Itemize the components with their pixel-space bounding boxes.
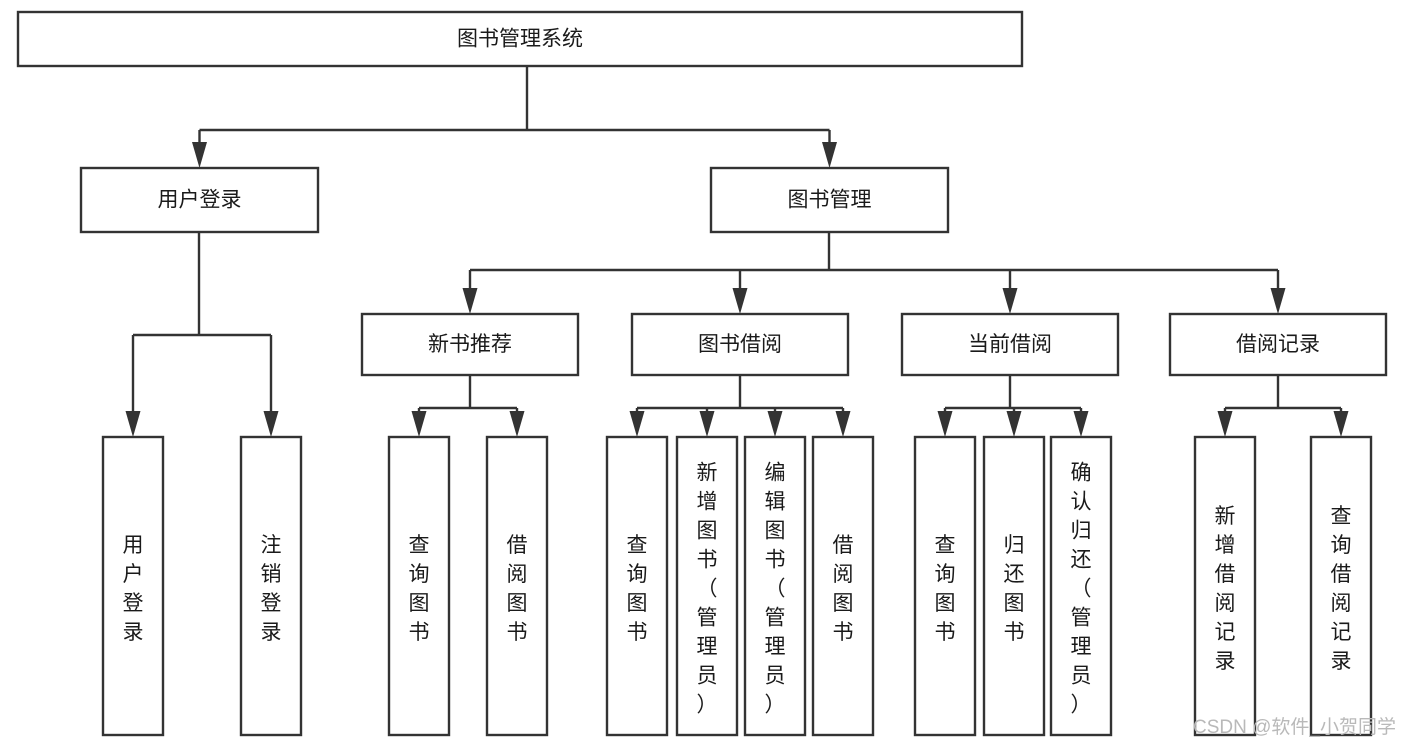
node-归还图书[interactable]: 归还图书 [982, 435, 1046, 737]
node-box[interactable] [387, 435, 451, 737]
node-label: 图书管理系统 [457, 28, 583, 51]
node-新书推荐[interactable]: 新书推荐 [360, 312, 580, 377]
node-编辑图书管理员[interactable]: 编辑图书（管理员） [743, 435, 807, 737]
node-label: 借阅记录 [1236, 333, 1320, 356]
arrow-head-icon [1217, 411, 1233, 437]
node-label: 查询借阅记录 [1331, 505, 1352, 673]
node-注销登录[interactable]: 注销登录 [239, 435, 303, 737]
node-图书借阅[interactable]: 图书借阅 [630, 312, 850, 377]
node-label: 新增借阅记录 [1215, 505, 1236, 673]
node-box[interactable] [1049, 435, 1113, 737]
connector-borrow-record [1217, 375, 1349, 437]
node-label: 当前借阅 [968, 333, 1052, 356]
node-label: 归还图书 [1004, 534, 1025, 644]
connector-layer [125, 66, 1349, 437]
arrow-head-icon [937, 411, 953, 437]
arrow-head-icon [835, 411, 851, 437]
node-box[interactable] [485, 435, 549, 737]
connector-user-login [125, 232, 279, 437]
node-查询图书[interactable]: 查询图书 [387, 435, 451, 737]
node-box[interactable] [16, 10, 1024, 68]
connector-current-borrow [937, 375, 1089, 437]
node-box[interactable] [811, 435, 875, 737]
arrow-head-icon [1002, 288, 1018, 314]
node-确认归还管理员[interactable]: 确认归还（管理员） [1049, 435, 1113, 737]
node-box[interactable] [1193, 435, 1257, 737]
node-label: 查询图书 [409, 534, 430, 644]
arrow-head-icon [629, 411, 645, 437]
node-借阅图书[interactable]: 借阅图书 [485, 435, 549, 737]
connector-root [192, 66, 837, 168]
node-图书管理系统[interactable]: 图书管理系统 [16, 10, 1024, 68]
node-label: 查询图书 [627, 534, 648, 644]
arrow-head-icon [732, 288, 748, 314]
arrow-head-icon [1073, 411, 1089, 437]
node-label: 用户登录 [158, 189, 242, 212]
node-box[interactable] [1309, 435, 1373, 737]
node-借阅图书[interactable]: 借阅图书 [811, 435, 875, 737]
node-box[interactable] [743, 435, 807, 737]
node-借阅记录[interactable]: 借阅记录 [1168, 312, 1388, 377]
arrow-head-icon [1270, 288, 1286, 314]
node-label: 借阅图书 [507, 534, 528, 644]
node-box[interactable] [913, 435, 977, 737]
node-box[interactable] [79, 166, 320, 234]
node-box[interactable] [900, 312, 1120, 377]
arrow-head-icon [509, 411, 525, 437]
watermark-label: CSDN @软件_小贺同学 [1193, 716, 1396, 738]
node-查询借阅记录[interactable]: 查询借阅记录 [1309, 435, 1373, 737]
node-label: 借阅图书 [833, 534, 854, 644]
node-box[interactable] [675, 435, 739, 737]
node-layer: 图书管理系统用户登录图书管理新书推荐图书借阅当前借阅借阅记录用户登录注销登录查询… [16, 10, 1388, 737]
node-label: 图书管理 [788, 189, 872, 212]
arrow-head-icon [699, 411, 715, 437]
arrow-head-icon [125, 411, 141, 437]
node-新增图书管理员[interactable]: 新增图书（管理员） [675, 435, 739, 737]
arrow-head-icon [411, 411, 427, 437]
node-查询图书[interactable]: 查询图书 [913, 435, 977, 737]
node-label: 编辑图书（管理员） [765, 462, 786, 717]
arrow-head-icon [822, 142, 837, 168]
node-box[interactable] [239, 435, 303, 737]
node-label: 新书推荐 [428, 333, 512, 356]
arrow-head-icon [462, 288, 478, 314]
arrow-head-icon [1333, 411, 1349, 437]
arrow-head-icon [1006, 411, 1022, 437]
node-label: 注销登录 [261, 534, 282, 644]
node-box[interactable] [1168, 312, 1388, 377]
arrow-head-icon [263, 411, 279, 437]
node-图书管理[interactable]: 图书管理 [709, 166, 950, 234]
node-label: 新增图书（管理员） [697, 462, 718, 717]
node-查询图书[interactable]: 查询图书 [605, 435, 669, 737]
connector-book-borrow [629, 375, 851, 437]
node-label: 用户登录 [123, 534, 144, 644]
node-新增借阅记录[interactable]: 新增借阅记录 [1193, 435, 1257, 737]
node-用户登录[interactable]: 用户登录 [101, 435, 165, 737]
node-box[interactable] [605, 435, 669, 737]
arrow-head-icon [767, 411, 783, 437]
node-box[interactable] [709, 166, 950, 234]
node-box[interactable] [360, 312, 580, 377]
arrow-head-icon [192, 142, 207, 168]
node-label: 查询图书 [935, 534, 956, 644]
node-用户登录[interactable]: 用户登录 [79, 166, 320, 234]
connector-new-book-rec [411, 375, 525, 437]
node-当前借阅[interactable]: 当前借阅 [900, 312, 1120, 377]
node-box[interactable] [101, 435, 165, 737]
node-box[interactable] [630, 312, 850, 377]
node-label: 确认归还（管理员） [1071, 462, 1092, 717]
connector-book-manage [462, 232, 1286, 314]
node-label: 图书借阅 [698, 333, 782, 356]
node-box[interactable] [982, 435, 1046, 737]
